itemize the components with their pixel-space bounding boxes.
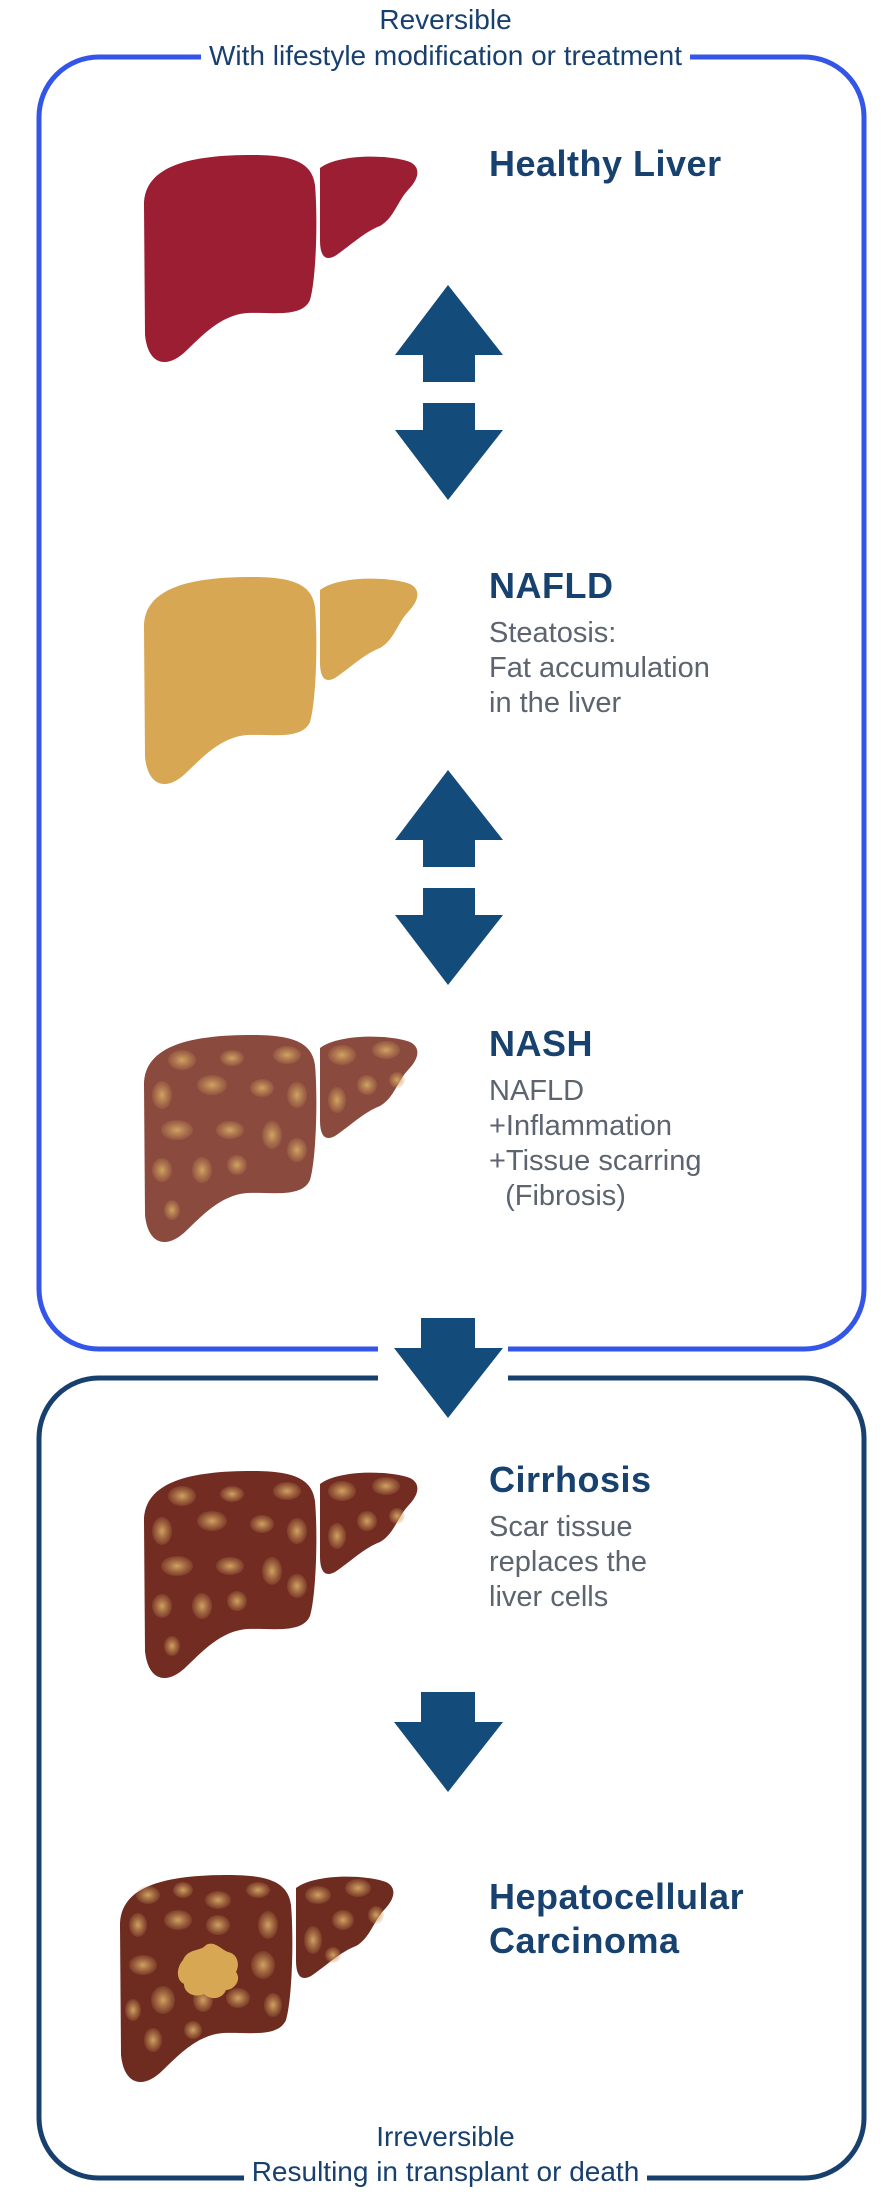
irreversible-subtitle: Resulting in transplant or death bbox=[0, 2154, 891, 2189]
reversible-title: Reversible bbox=[0, 2, 891, 37]
down-arrow-icon bbox=[394, 1318, 503, 1418]
nafld-liver-icon bbox=[144, 577, 418, 784]
down-arrow-icon bbox=[394, 1692, 503, 1792]
cirrhosis-description: Scar tissue replaces the liver cells bbox=[489, 1511, 647, 1613]
healthy-liver-title: Healthy Liver bbox=[489, 143, 722, 184]
hcc-title: Hepatocellular Carcinoma bbox=[489, 1876, 745, 1961]
tumor-icon bbox=[177, 1943, 239, 1999]
cirrhosis-title: Cirrhosis bbox=[489, 1459, 652, 1500]
nash-liver-icon bbox=[144, 1035, 418, 1242]
nash-title: NASH bbox=[489, 1023, 594, 1064]
double-arrow-icon bbox=[395, 285, 503, 500]
reversible-subtitle: With lifestyle modification or treatment bbox=[0, 38, 891, 73]
double-arrow-icon bbox=[395, 770, 503, 985]
nafld-description: Steatosis: Fat accumulation in the liver bbox=[489, 617, 710, 719]
healthy-liver-icon bbox=[144, 155, 418, 362]
cirrhosis-liver-icon bbox=[144, 1471, 418, 1678]
irreversible-title: Irreversible bbox=[376, 2121, 515, 2152]
nafld-title: NAFLD bbox=[489, 565, 614, 606]
hcc-liver-icon bbox=[120, 1875, 394, 2082]
nash-description: NAFLD +Inflammation +Tissue scarring (Fi… bbox=[489, 1075, 702, 1212]
